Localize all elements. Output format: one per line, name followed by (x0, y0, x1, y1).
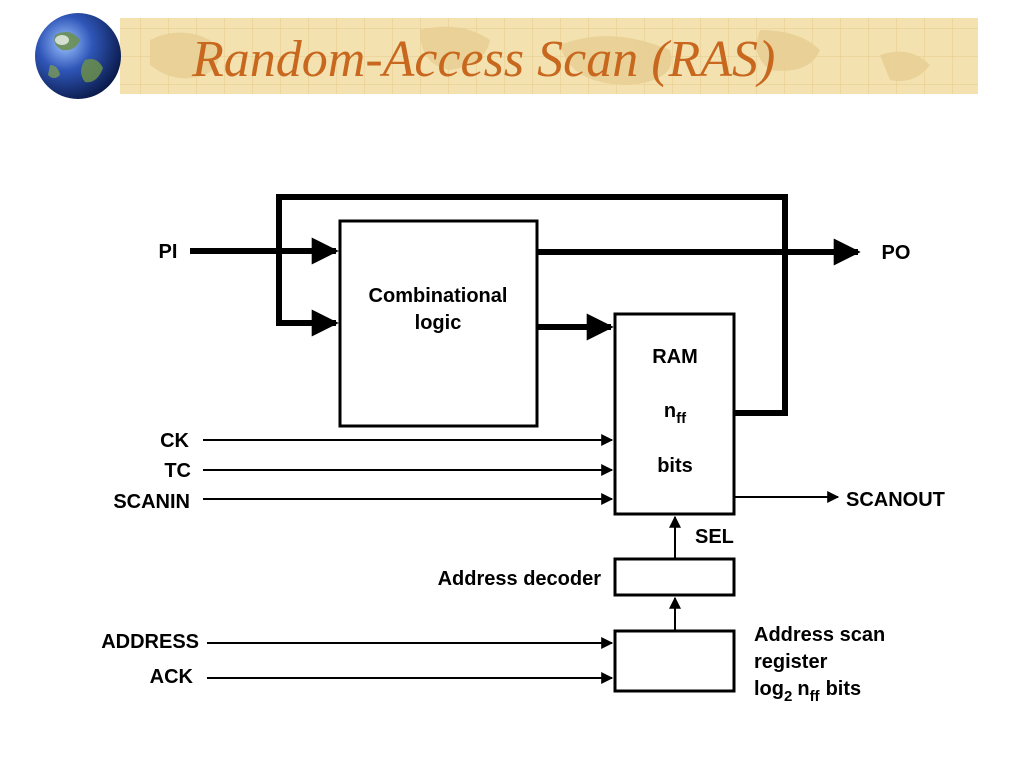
globe-icon (35, 13, 121, 99)
ck-label: CK (160, 430, 189, 452)
scan-register-label-line2: register (754, 651, 828, 673)
world-map-shapes (150, 26, 930, 85)
scan-register-label-line1: Address scan (754, 624, 885, 646)
combinational-label-line1: Combinational (369, 285, 508, 307)
scan-log-base-subscript: 2 (784, 688, 792, 705)
scanin-label: SCANIN (113, 491, 190, 513)
scan-ff-subscript: ff (810, 688, 821, 705)
sel-label: SEL (695, 526, 734, 548)
ram-n: n (664, 400, 676, 422)
slide-title: Random-Access Scan (RAS) (192, 31, 776, 88)
scan-bits: bits (826, 678, 862, 700)
address-decoder-label: Address decoder (438, 568, 602, 590)
banner-grid (120, 18, 978, 94)
combinational-logic-block (338, 219, 539, 428)
combinational-label-line2: logic (415, 312, 462, 334)
scan-n: n (797, 678, 809, 700)
address-scan-register-block (613, 629, 736, 693)
scanout-label: SCANOUT (846, 489, 945, 511)
ram-ff-subscript: ff (676, 410, 687, 427)
ack-label: ACK (150, 666, 194, 688)
pi-label: PI (159, 241, 178, 263)
ram-size-label: nff (664, 400, 687, 427)
tc-label: TC (164, 460, 191, 482)
po-label: PO (882, 242, 911, 264)
title-banner (35, 13, 978, 99)
address-label: ADDRESS (101, 631, 199, 653)
address-decoder-block (613, 557, 736, 597)
ram-bits-label: bits (657, 455, 693, 477)
feedback-loop-wire (276, 194, 788, 416)
scan-log: log (754, 678, 784, 700)
ram-title: RAM (652, 346, 698, 368)
